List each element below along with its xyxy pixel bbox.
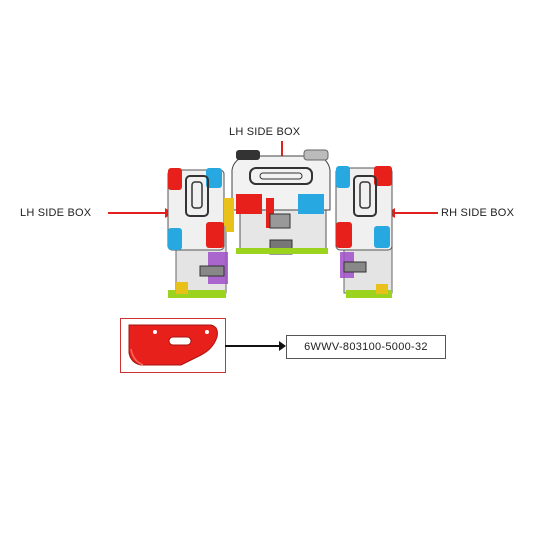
part-image-frame: [120, 318, 226, 373]
part-number-box: 6WWV-803100-5000-32: [286, 335, 446, 359]
left-side-box: [167, 168, 230, 298]
red-side-cover-part: [128, 324, 218, 366]
label-left-side-box: LH SIDE BOX: [20, 207, 92, 219]
center-side-box: [226, 149, 331, 255]
label-right-side-box: RH SIDE BOX: [441, 207, 515, 219]
right-side-box: [335, 166, 393, 298]
part-pointer-arrow: [225, 341, 286, 351]
label-top-side-box: LH SIDE BOX: [229, 126, 301, 138]
